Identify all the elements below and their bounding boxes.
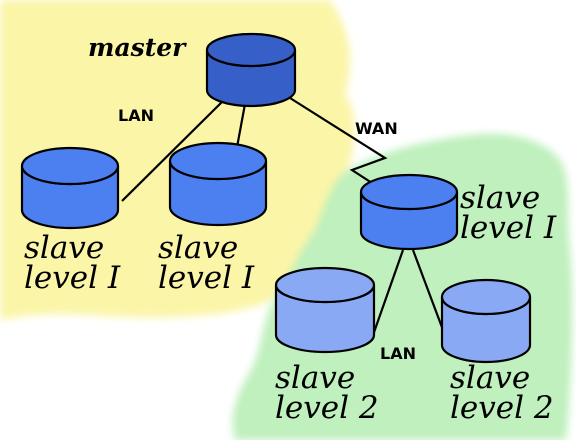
slave-a-label-line1: slave bbox=[24, 230, 104, 266]
link-slave-c-to-slave-d bbox=[370, 249, 405, 339]
slave-level-1-db-right bbox=[359, 173, 459, 251]
lan-label-top: LAN bbox=[118, 106, 154, 125]
wan-link bbox=[289, 97, 388, 184]
link-slave-c-to-slave-e bbox=[411, 249, 448, 339]
slave-c-label-line1: slave bbox=[460, 180, 540, 216]
slave-b-label-line2: level I bbox=[158, 260, 255, 296]
slave-e-label-line1: slave bbox=[450, 360, 530, 396]
cylinder-top bbox=[168, 141, 268, 181]
slave-level-1-db-left bbox=[20, 146, 120, 230]
slave-level-2-db-left bbox=[274, 266, 376, 354]
slave-b-label-line1: slave bbox=[158, 230, 238, 266]
wan-label: WAN bbox=[355, 119, 398, 138]
slave-c-label-line2: level I bbox=[460, 210, 557, 246]
link-master-to-slave-a bbox=[121, 95, 229, 202]
cylinder-top bbox=[440, 278, 532, 316]
slave-level-1-db-middle bbox=[168, 141, 268, 227]
master-db bbox=[205, 32, 297, 108]
slave-d-label-line2: level 2 bbox=[275, 390, 379, 426]
cylinder-top bbox=[359, 173, 459, 211]
slave-level-2-db-right bbox=[440, 278, 532, 364]
slave-d-label-line1: slave bbox=[275, 360, 355, 396]
lan-label-bottom: LAN bbox=[380, 344, 416, 363]
slave-e-label-line2: level 2 bbox=[450, 390, 554, 426]
cylinder-top bbox=[205, 32, 297, 68]
cylinder-top bbox=[20, 146, 120, 186]
connection-lines bbox=[121, 95, 448, 339]
slave-a-label-line2: level I bbox=[24, 260, 121, 296]
master-label: master bbox=[88, 33, 187, 62]
cylinder-top bbox=[274, 266, 376, 304]
green-region bbox=[232, 133, 573, 440]
